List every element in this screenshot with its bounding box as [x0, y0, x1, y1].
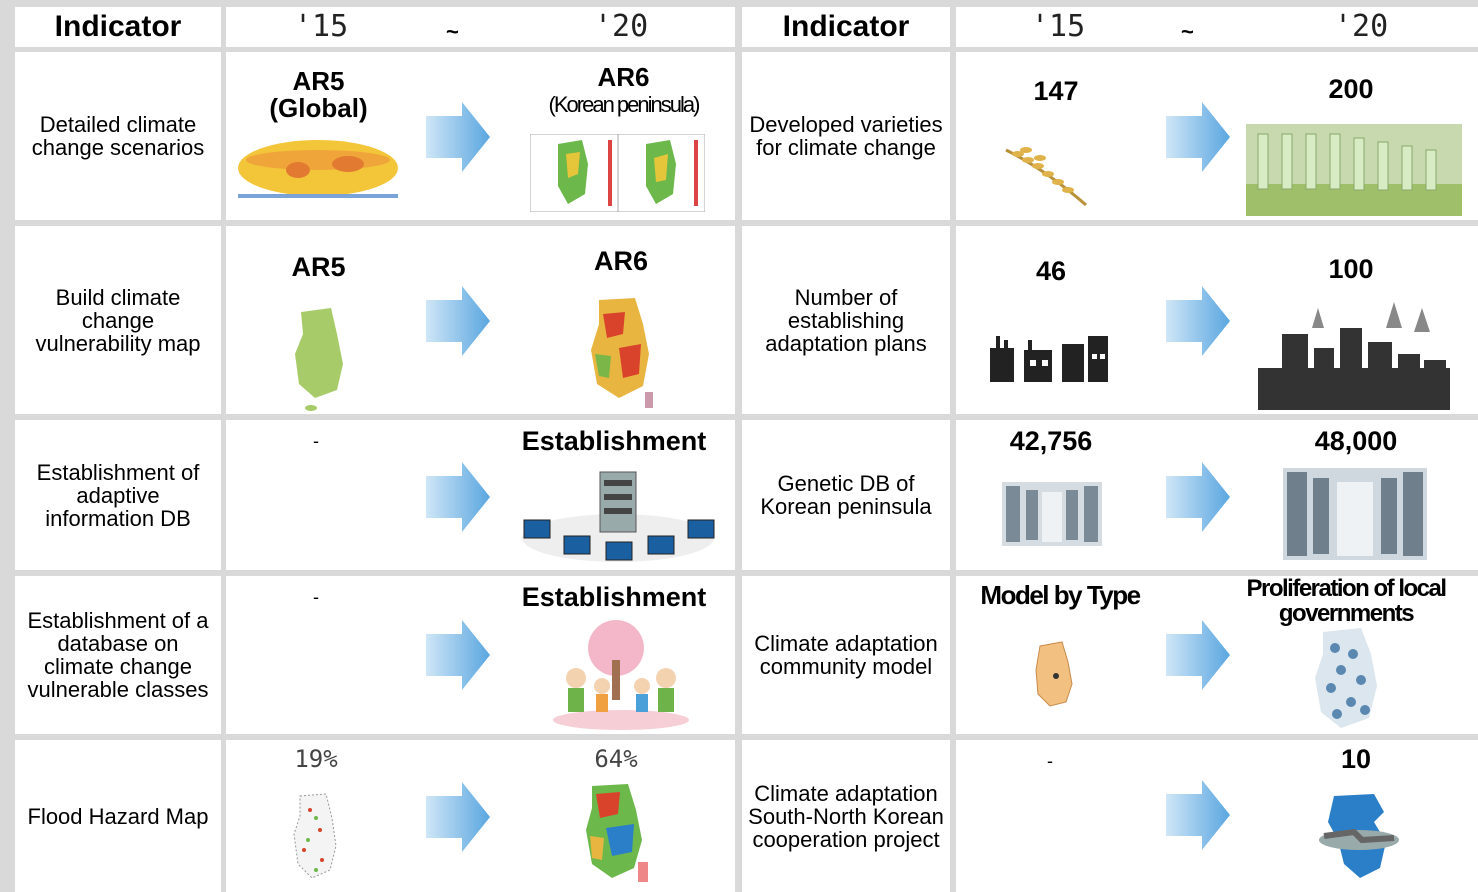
to-value: 10: [1340, 744, 1372, 774]
arrow-right-icon: [1166, 462, 1230, 532]
header-years-left: '15 ~ '20: [226, 7, 735, 47]
global-climate-map-image: [238, 140, 398, 198]
row4-left-values: - Establishment: [226, 576, 735, 734]
from-value: 19%: [294, 745, 338, 773]
arrow-right-icon: [1166, 286, 1230, 356]
indicator-community-model: Climate adaptation community model: [742, 576, 950, 734]
row1-right-values: 147 200: [956, 52, 1478, 220]
row3-left-values: - Establishment: [226, 420, 735, 570]
from-value: 147: [1033, 76, 1079, 106]
to-value: Proliferation of local governments: [1246, 576, 1447, 627]
korea-region-map-image: [1035, 641, 1073, 707]
korea-vulnerability-map-image: [591, 298, 653, 408]
arrow-right-icon: [1166, 780, 1230, 850]
to-value: 100: [1328, 254, 1374, 284]
plant-culture-tubes-image: [1246, 124, 1462, 216]
arrow-right-icon: [426, 102, 490, 172]
indicator-genetic-db: Genetic DB of Korean peninsula: [742, 420, 950, 570]
header-indicator-right: Indicator: [742, 7, 950, 47]
arrow-right-icon: [426, 286, 490, 356]
year-separator-right: ~: [1181, 19, 1194, 44]
indicator-adaptive-information-db: Establishment of adaptive information DB: [15, 420, 221, 570]
indicator-vulnerability-map: Build climate change vulnerability map: [15, 226, 221, 414]
row5-right-values: - 10: [956, 740, 1478, 892]
seed-storage-image: [1002, 482, 1102, 546]
indicator-flood-hazard-map: Flood Hazard Map: [15, 740, 221, 892]
arrow-right-icon: [1166, 620, 1230, 690]
from-value: -: [313, 431, 319, 451]
seed-storage-large-image: [1283, 468, 1427, 560]
year-separator-left: ~: [446, 19, 459, 44]
to-value: 200: [1328, 74, 1374, 104]
year-end-right: '20: [1334, 9, 1389, 44]
flood-map-2020-image: [586, 784, 648, 882]
from-value: 46: [1035, 256, 1067, 286]
to-value: 48,000: [1314, 426, 1398, 456]
korea-green-map-image: [295, 308, 343, 411]
small-factories-icon: [990, 336, 1108, 382]
korean-peninsula-handshake-image: [1319, 794, 1399, 878]
arrow-right-icon: [426, 620, 490, 690]
row4-right-values: Model by Type Proliferation of local gov…: [956, 576, 1478, 734]
from-value: AR5: [291, 252, 346, 282]
server-network-image: [522, 471, 715, 562]
year-start-left: '15: [294, 9, 349, 44]
indicator-adaptation-plans: Number of establishing adaptation plans: [742, 226, 950, 414]
rice-plant-image: [1005, 147, 1087, 207]
korea-climate-map-image: [530, 134, 705, 212]
to-value: 64%: [594, 745, 638, 773]
row3-right-values: 42,756 48,000: [956, 420, 1478, 570]
arrow-right-icon: [1166, 102, 1230, 172]
from-value: AR5(Global): [269, 66, 368, 123]
city-skyline-icon: [1258, 302, 1450, 410]
family-illustration-image: [553, 620, 689, 730]
row2-left-values: AR5 AR6: [226, 226, 735, 414]
from-value: -: [1047, 751, 1053, 771]
row1-left-values: AR5(Global) AR6(Korean peninsula): [226, 52, 735, 220]
year-end-left: '20: [594, 9, 649, 44]
row2-right-values: 46 100: [956, 226, 1478, 414]
arrow-right-icon: [426, 782, 490, 852]
indicator-detailed-scenarios: Detailed climate change scenarios: [15, 52, 221, 220]
indicator-developed-varieties: Developed varieties for climate change: [742, 52, 950, 220]
header-indicator-left: Indicator: [15, 7, 221, 47]
to-value: Establishment: [521, 582, 707, 612]
arrow-right-icon: [426, 462, 490, 532]
to-value: AR6: [593, 246, 648, 276]
header-years-right: '15 ~ '20: [956, 7, 1478, 47]
row5-left-values: 19% 64%: [226, 740, 735, 892]
to-value: AR6(Korean peninsula): [548, 62, 701, 118]
from-value: 42,756: [1009, 426, 1093, 456]
from-value: Model by Type: [980, 580, 1141, 610]
indicator-south-north-cooperation: Climate adaptation South-North Korean co…: [742, 740, 950, 892]
indicator-vulnerable-classes-db: Establishment of a database on climate c…: [15, 576, 221, 734]
from-value: -: [313, 587, 319, 607]
local-governments-map-image: [1315, 628, 1377, 728]
flood-map-2015-image: [293, 793, 337, 879]
to-value: Establishment: [521, 426, 707, 456]
year-start-right: '15: [1031, 9, 1086, 44]
